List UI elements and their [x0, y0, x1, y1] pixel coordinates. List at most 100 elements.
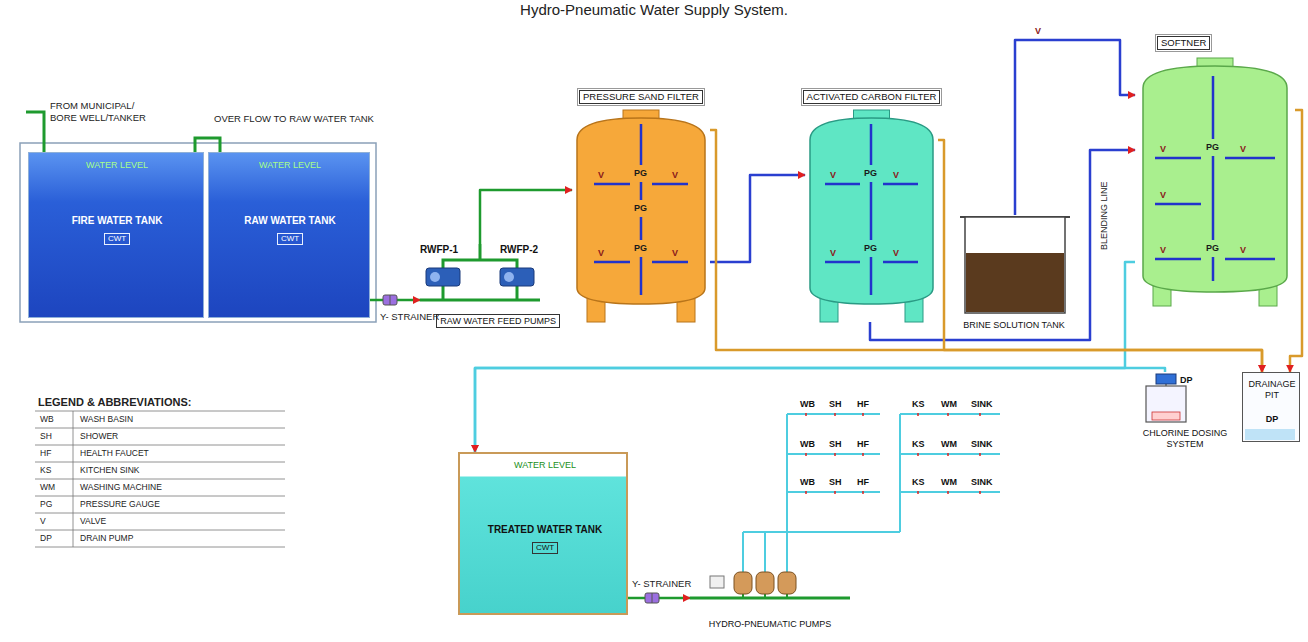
- pump-group-outline-part: [504, 272, 514, 282]
- fixture-label: WB: [800, 477, 815, 488]
- legend-cell: VALVE: [80, 516, 106, 527]
- pump-group-outline-part: [426, 268, 460, 286]
- fixture-pipes-part: [764, 532, 766, 552]
- y-strainer-part: [383, 295, 397, 305]
- softener-vessel-outline-part: [1155, 203, 1201, 206]
- fixture-pipes-part: [900, 491, 1000, 493]
- node-text: RWFP-2: [500, 244, 538, 256]
- gauge-label: PG: [864, 168, 877, 179]
- fixture-outlets-part: [917, 491, 919, 494]
- valve-label: V: [830, 248, 836, 259]
- filter-vessel-outline-part: [883, 261, 918, 264]
- filter-vessel-outline-part: [594, 183, 630, 186]
- tank-frame-part: [20, 143, 376, 322]
- pump-set-outline-part: [710, 576, 724, 588]
- fixture-pipes-part: [786, 414, 788, 532]
- pump-set: HYDRO-PNEUMATIC PUMPS: [690, 552, 850, 638]
- legend-table-part: [35, 496, 285, 497]
- pump-set-outline-part: [690, 597, 850, 600]
- fixture-label: SINK: [971, 399, 993, 410]
- gauge-label: PG: [634, 243, 647, 254]
- fixture-outlets-part: [862, 453, 864, 456]
- legend-table: [35, 411, 285, 547]
- legend-cell: KS: [40, 465, 51, 476]
- brine-tank-outline-part: [965, 217, 1065, 313]
- node-text: CWT: [277, 233, 303, 245]
- filter-vessel-outline-part: [870, 182, 873, 240]
- node-text: DP: [1180, 374, 1193, 386]
- legend-cell: PRESSURE GAUGE: [80, 499, 160, 510]
- note-text: FROM MUNICIPAL/ BORE WELL/TANKER: [50, 100, 155, 124]
- dosing-system: DPCHLORINE DOSING SYSTEM: [1130, 372, 1240, 464]
- inlet-pipe-part: [26, 112, 44, 152]
- dosing-system-outline-part: [1146, 386, 1186, 422]
- fixture-label: WB: [800, 439, 815, 450]
- legend-cell: WASHING MACHINE: [80, 482, 162, 493]
- pump-group-outline-part: [443, 286, 517, 300]
- fixture-outlets-part: [947, 453, 949, 456]
- valve-label: V: [1160, 245, 1166, 256]
- pipe-connector: [1015, 40, 1135, 215]
- gauge-label: PG: [634, 203, 647, 214]
- fixture-label: KS: [912, 399, 925, 410]
- dosing-system-outline: [1130, 372, 1240, 464]
- legend-cell: SHOWER: [80, 431, 118, 442]
- softener-vessel-outline-part: [1225, 157, 1275, 160]
- fixture-outlets-part: [947, 413, 949, 416]
- fixture-label: WM: [941, 477, 957, 488]
- pump-set-outline-part: [778, 572, 796, 594]
- y-strainer-part: [645, 593, 659, 603]
- node-text: WATER LEVEL: [514, 459, 576, 471]
- valve-label: V: [598, 248, 604, 259]
- legend-table-part: [35, 479, 285, 480]
- fixture-outlets-part: [979, 413, 981, 416]
- softener-vessel-outline-part: [1143, 66, 1287, 292]
- valve-label: V: [598, 170, 604, 181]
- softener-vessel-outline-part: [1212, 156, 1215, 240]
- fixture-label: WM: [941, 399, 957, 410]
- fixture-outlets-part: [834, 413, 836, 416]
- node-text: FIRE WATER TANK: [72, 215, 163, 227]
- filter-vessel-outline-part: [640, 217, 643, 240]
- node-text: DRAINAGE PIT: [1246, 379, 1298, 401]
- pump-group-outline-part: [500, 268, 534, 286]
- valve-label: V: [1240, 144, 1246, 155]
- gauge-label: PG: [1206, 243, 1219, 254]
- node-text: BRINE SOLUTION TANK: [963, 319, 1065, 331]
- pump-set-outline-part: [756, 572, 774, 594]
- fixture-outlets-part: [979, 453, 981, 456]
- pipe-connector: [480, 190, 572, 244]
- pipe-connector: [475, 368, 1165, 452]
- valve-label: V: [893, 248, 899, 259]
- fixture-pipes-part: [787, 453, 880, 455]
- brine-tank: BRINE SOLUTION TANK: [950, 215, 1078, 335]
- legend-table-part: [35, 445, 285, 446]
- filter-vessel-outline-part: [652, 183, 688, 186]
- node-text: RAW WATER FEED PUMPS: [436, 314, 560, 328]
- legend-cell: WASH BASIN: [80, 414, 133, 425]
- filter-vessel-outline-part: [870, 124, 873, 165]
- filter-vessel-outline-part: [640, 257, 643, 295]
- note-text: Y- STRAINER: [380, 311, 439, 323]
- brine-tank-outline: [950, 215, 1078, 335]
- node-text: DP: [1266, 413, 1279, 425]
- softener-vessel: SOFTNER: [1135, 36, 1295, 306]
- legend-table-part: [73, 411, 74, 547]
- fixture-outlets-part: [947, 491, 949, 494]
- gauge-label: PG: [864, 243, 877, 254]
- gauge-label: PG: [1206, 142, 1219, 153]
- legend-cell: KITCHEN SINK: [80, 465, 140, 476]
- legend-cell: DP: [40, 533, 52, 544]
- y-strainer-part: [390, 295, 391, 305]
- legend-table-part: [35, 530, 285, 531]
- tank-frame: [20, 143, 376, 322]
- fixture-label: HF: [857, 439, 869, 450]
- legend-heading: LEGEND & ABBREVIATIONS:: [38, 396, 191, 409]
- filter-vessel-outline-part: [594, 261, 630, 264]
- fixture-label: HF: [857, 477, 869, 488]
- legend-cell: SH: [40, 431, 52, 442]
- legend-table-part: [35, 513, 285, 514]
- fixture-pipes-part: [900, 413, 1000, 415]
- brine-tank-outline-part: [966, 253, 1064, 312]
- valve-label: V: [672, 170, 678, 181]
